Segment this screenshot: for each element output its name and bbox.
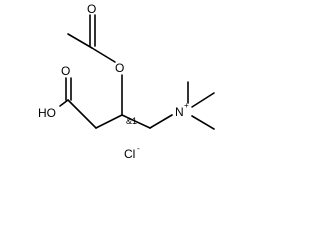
acetyl-methyl-bond (67, 33, 93, 49)
acetyl-ester-bond (91, 47, 116, 63)
ch2-to-nitrogen-bond (149, 114, 173, 129)
nitrogen-label: N (175, 105, 184, 119)
carnitine-acetyl-chloride-structure: O O O HO N + Cl - &1 (38, 2, 215, 161)
stereo-annotation: &1 (126, 116, 137, 126)
n-methyl-right-bond (191, 92, 215, 108)
ammonium-charge-label: + (184, 101, 189, 110)
chloride-label: Cl (124, 147, 135, 161)
hydroxyl-label: HO (38, 106, 56, 120)
chloride-charge-label: - (137, 144, 140, 153)
carboxyl-to-ch2-bond (67, 99, 97, 129)
ester-oxygen-label: O (115, 61, 124, 75)
n-methyl-down-bond (191, 115, 215, 130)
carbonyl-oxygen-label: O (87, 2, 96, 16)
ch2-to-stereocenter-bond (95, 114, 123, 129)
acid-oxygen-label: O (61, 64, 70, 78)
stereocenter-to-ch2-bond (121, 114, 151, 129)
hydroxyl-bond (59, 99, 69, 107)
